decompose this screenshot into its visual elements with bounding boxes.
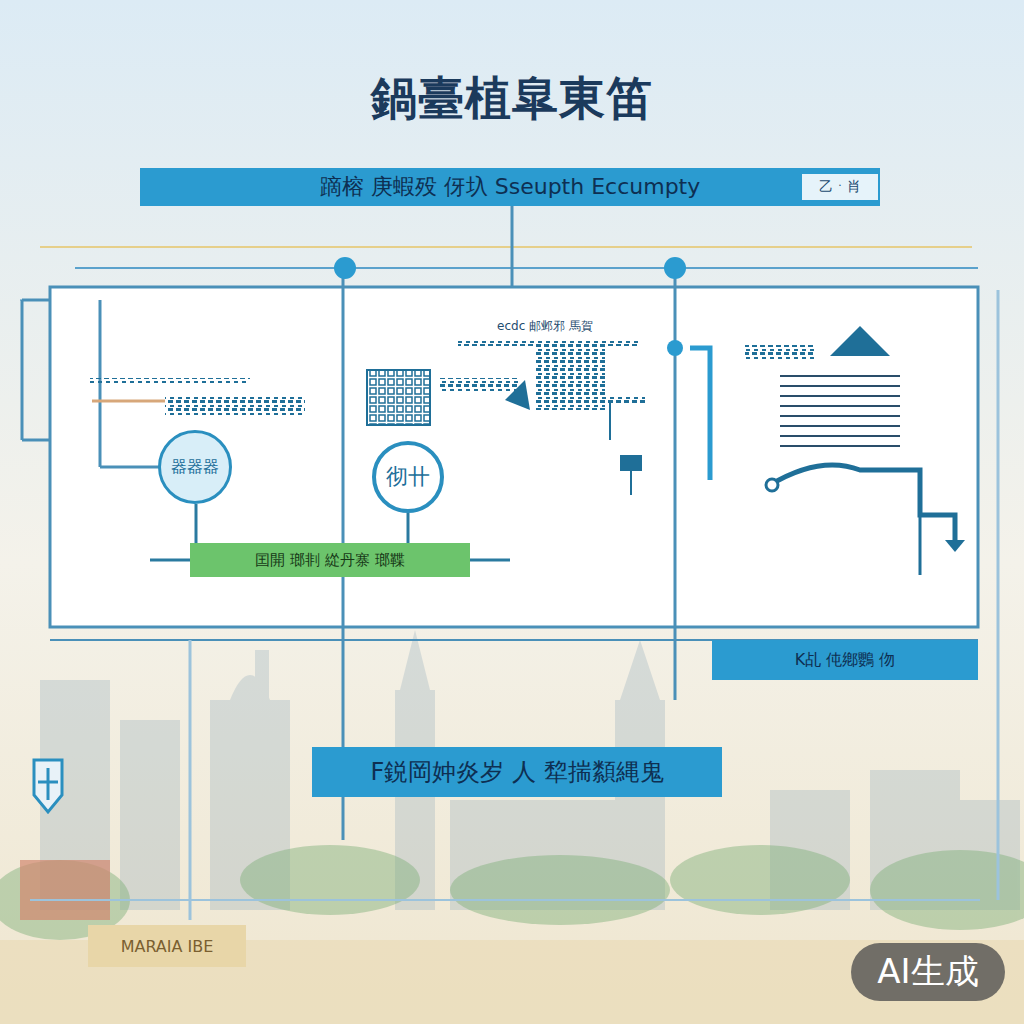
process-circle: 彻卄 <box>372 441 444 513</box>
title-banner: 蹢榕 庚蝦殁 伢圦 Sseupth Eccumpty 乙ㆍ肖 <box>140 168 880 206</box>
node-text: F鋭岡妕炎岁 人 犂揣纇縄鬼 <box>370 756 663 788</box>
panel-note: ecdc 邮邺邪 馬賀 <box>494 318 596 335</box>
node-text: 彻卄 <box>386 462 430 492</box>
process-circle: 器器器 <box>158 430 232 504</box>
info-box: K乩 伅鄕鸚 伆 <box>712 640 978 680</box>
diagram-title: 鍋臺植皐東笛 <box>0 68 1024 130</box>
connector-line <box>407 513 410 543</box>
node-text: 乙ㆍ肖 <box>819 178 861 196</box>
node-text: 囯開 瑯剕 緃丹寨 瑯鞢 <box>255 551 404 570</box>
process-bar: 囯開 瑯剕 緃丹寨 瑯鞢 <box>190 543 470 577</box>
tag-box: 乙ㆍ肖 <box>802 174 878 200</box>
node-text: 蹢榕 庚蝦殁 伢圦 Sseupth Eccumpty <box>320 172 701 202</box>
sign-text: MARAIA IBE <box>121 937 214 956</box>
node-text: K乩 伅鄕鸚 伆 <box>795 650 896 671</box>
connector-line <box>195 504 198 543</box>
watermark: AI生成 <box>851 943 1004 1001</box>
summary-box: F鋭岡妕炎岁 人 犂揣纇縄鬼 <box>312 747 722 797</box>
node-text: 器器器 <box>171 457 219 478</box>
